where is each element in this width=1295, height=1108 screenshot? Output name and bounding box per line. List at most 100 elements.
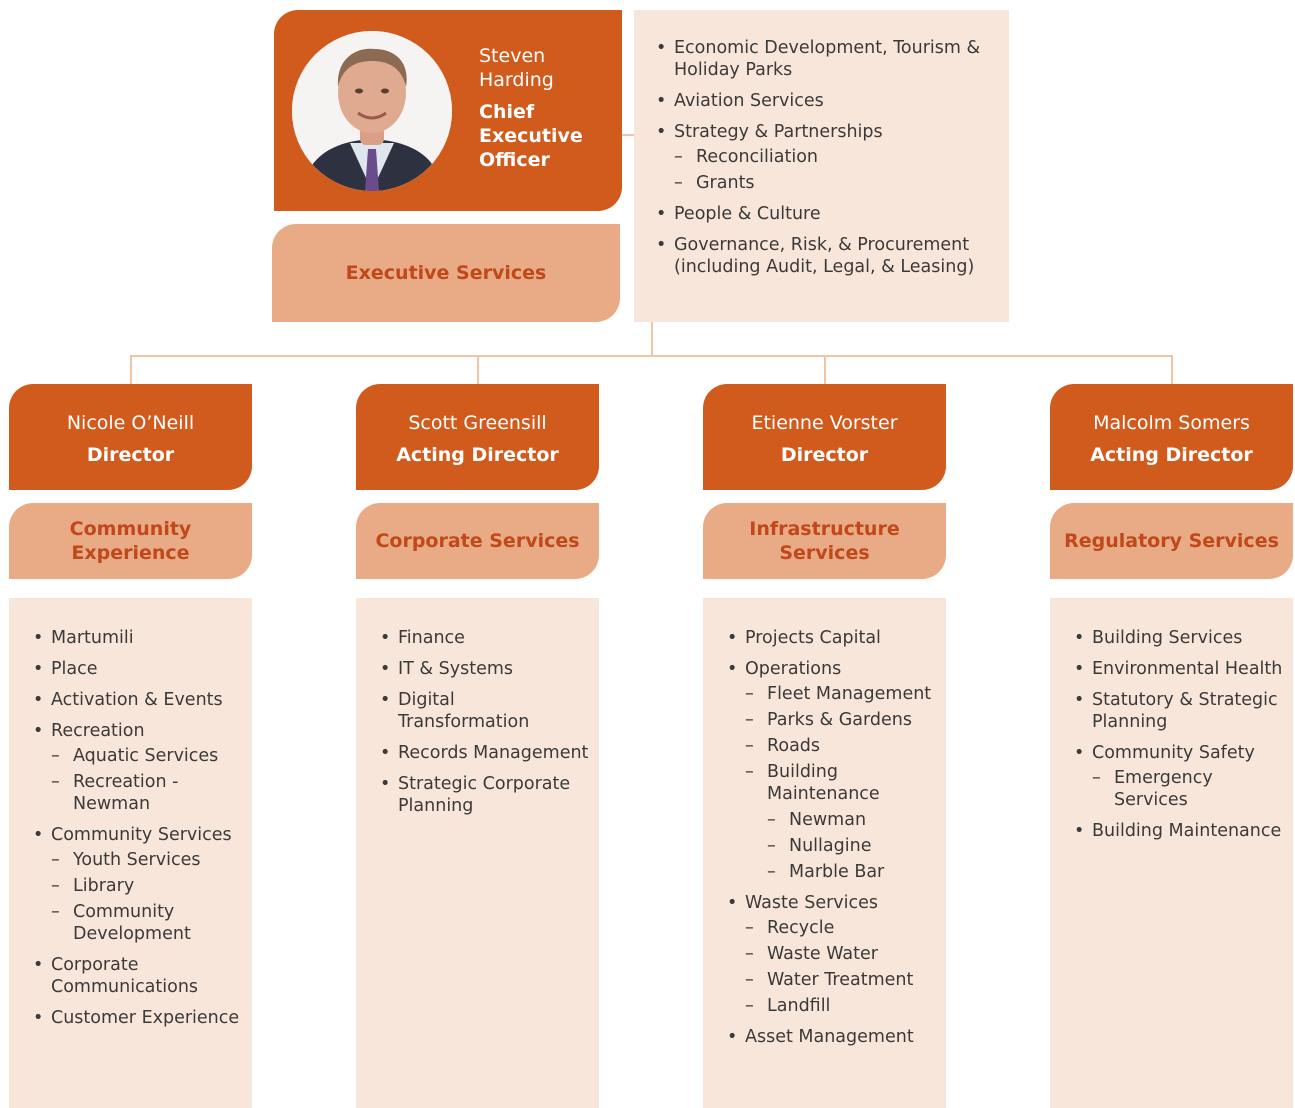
sub-list-item: Nullagine [767,835,938,857]
list-item: Economic Development, Tourism & Holiday … [656,37,1001,81]
department-list: MartumiliPlaceActivation & EventsRecreat… [33,627,244,1038]
list-item: Building Services [1074,627,1285,649]
department-list: Projects CapitalOperationsFleet Manageme… [727,627,938,1057]
department-label-community-experience: Community Experience [9,503,252,579]
list-item-label: Strategy & Partnerships [674,122,883,142]
sub-list-item: Landfill [745,995,938,1017]
department-list: Finance IT & SystemsDigital Transformatio… [380,627,591,826]
sub-list: RecycleWaste WaterWater TreatmentLandfil… [745,917,938,1017]
list-item-label: Recycle [767,918,835,938]
list-item-label: Nullagine [789,836,872,856]
list-item: Asset Management [727,1026,938,1048]
list-item-label: Community Safety [1092,743,1255,763]
sub-list-item: Building MaintenanceNewmanNullagineMarbl… [745,761,938,883]
list-item-label: Environmental Health [1092,659,1283,679]
list-item-label: Community Development [73,902,191,944]
list-item: People & Culture [656,203,1001,225]
list-item-label: Recreation - Newman [73,772,179,814]
list-item: Records Management [380,742,591,764]
sub-list-item: Community Development [51,901,244,945]
department-label-regulatory-services: Regulatory Services [1050,503,1293,579]
sub-list-item: Grants [674,172,1001,194]
director-card-community-experience: Nicole O’Neill Director [9,384,252,490]
department-panel-infrastructure-services: Projects CapitalOperationsFleet Manageme… [703,598,946,1108]
sub-list-item: Waste Water [745,943,938,965]
sub-list-item: Emergency Services [1092,767,1285,811]
list-item: Waste ServicesRecycleWaste WaterWater Tr… [727,892,938,1017]
list-item: Strategic Corporate Planning [380,773,591,817]
list-item: Corporate Communications [33,954,244,998]
list-item-label: Asset Management [745,1027,914,1047]
sub-list: Aquatic ServicesRecreation - Newman [51,745,244,815]
list-item-label: Statutory & Strategic Planning [1092,690,1278,732]
list-item-label: Fleet Management [767,684,932,704]
list-item-label: Activation & Events [51,690,223,710]
connector-exec-down [651,322,653,356]
unit-label-executive-services: Executive Services [272,224,620,322]
list-item-label: IT & Systems [398,659,513,679]
list-item-label: Operations [745,659,842,679]
list-item-label: Building Services [1092,628,1243,648]
connector-ceo-to-exec [620,134,636,136]
list-item-label: Building Maintenance [767,762,880,804]
director-name: Malcolm Somers [1093,412,1250,434]
avatar [292,31,452,191]
connector-drop-2 [477,355,479,384]
list-item-label: Youth Services [73,850,201,870]
director-role: Director [780,444,869,466]
list-item-label: Finance [398,628,465,648]
sub-list-item: Marble Bar [767,861,938,883]
list-item-label: Aquatic Services [73,746,219,766]
director-card-regulatory-services: Malcolm Somers Acting Director [1050,384,1293,490]
list-item-label: Emergency Services [1114,768,1213,810]
director-name: Scott Greensill [408,412,547,434]
list-item: OperationsFleet ManagementParks & Garden… [727,658,938,883]
list-item: Martumili [33,627,244,649]
list-item: Activation & Events [33,689,244,711]
list-item-label: Marble Bar [789,862,885,882]
sub-list-item: Fleet Management [745,683,938,705]
list-item: Aviation Services [656,90,1001,112]
sub-list-item: Youth Services [51,849,244,871]
sub-list-item: Aquatic Services [51,745,244,767]
sub-list-item: Reconciliation [674,146,1001,168]
list-item-label: Strategic Corporate Planning [398,774,571,816]
director-card-corporate-services: Scott Greensill Acting Director [356,384,599,490]
list-item: Strategy & PartnershipsReconciliationGra… [656,121,1001,194]
department-list: Building ServicesEnvironmental HealthSta… [1074,627,1285,851]
director-role: Director [86,444,175,466]
list-item-label: Community Services [51,825,232,845]
executive-services-list: Economic Development, Tourism & Holiday … [656,37,1001,287]
connector-drop-4 [1171,355,1173,384]
department-panel-corporate-services: Finance IT & SystemsDigital Transformatio… [356,598,599,1108]
list-item-label: Corporate Communications [51,955,199,997]
list-item-label: Digital Transformation [398,690,530,732]
list-item-label: Customer Experience [51,1008,240,1028]
sub-list-item: Roads [745,735,938,757]
list-item-label: Projects Capital [745,628,881,648]
ceo-card: Steven Harding Chief Executive Officer [274,10,622,211]
list-item-label: Building Maintenance [1092,821,1282,841]
director-card-infrastructure-services: Etienne Vorster Director [703,384,946,490]
list-item: RecreationAquatic ServicesRecreation - N… [33,720,244,815]
sub-list: Youth ServicesLibraryCommunity Developme… [51,849,244,945]
ceo-name: Steven Harding [479,45,554,91]
sub-list-item: Library [51,875,244,897]
list-item-label: Roads [767,736,821,756]
sub-list-item: Newman [767,809,938,831]
ceo-role: Chief Executive Officer [479,101,583,171]
sub-list: Fleet ManagementParks & GardensRoadsBuil… [745,683,938,883]
executive-services-panel: Economic Development, Tourism & Holiday … [634,10,1009,322]
director-role: Acting Director [1090,444,1253,466]
sub-list: NewmanNullagineMarble Bar [767,809,938,883]
connector-drop-1 [130,355,132,384]
list-item: Place [33,658,244,680]
list-item-label: Economic Development, Tourism & Holiday … [674,38,981,80]
list-item: Governance, Risk, & Procurement (includi… [656,234,1001,278]
list-item-label: Landfill [767,996,831,1016]
sub-list-item: Recreation - Newman [51,771,244,815]
list-item-label: Reconciliation [696,147,819,167]
department-panel-community-experience: MartumiliPlaceActivation & EventsRecreat… [9,598,252,1108]
list-item-label: Water Treatment [767,970,914,990]
connector-drop-3 [824,355,826,384]
